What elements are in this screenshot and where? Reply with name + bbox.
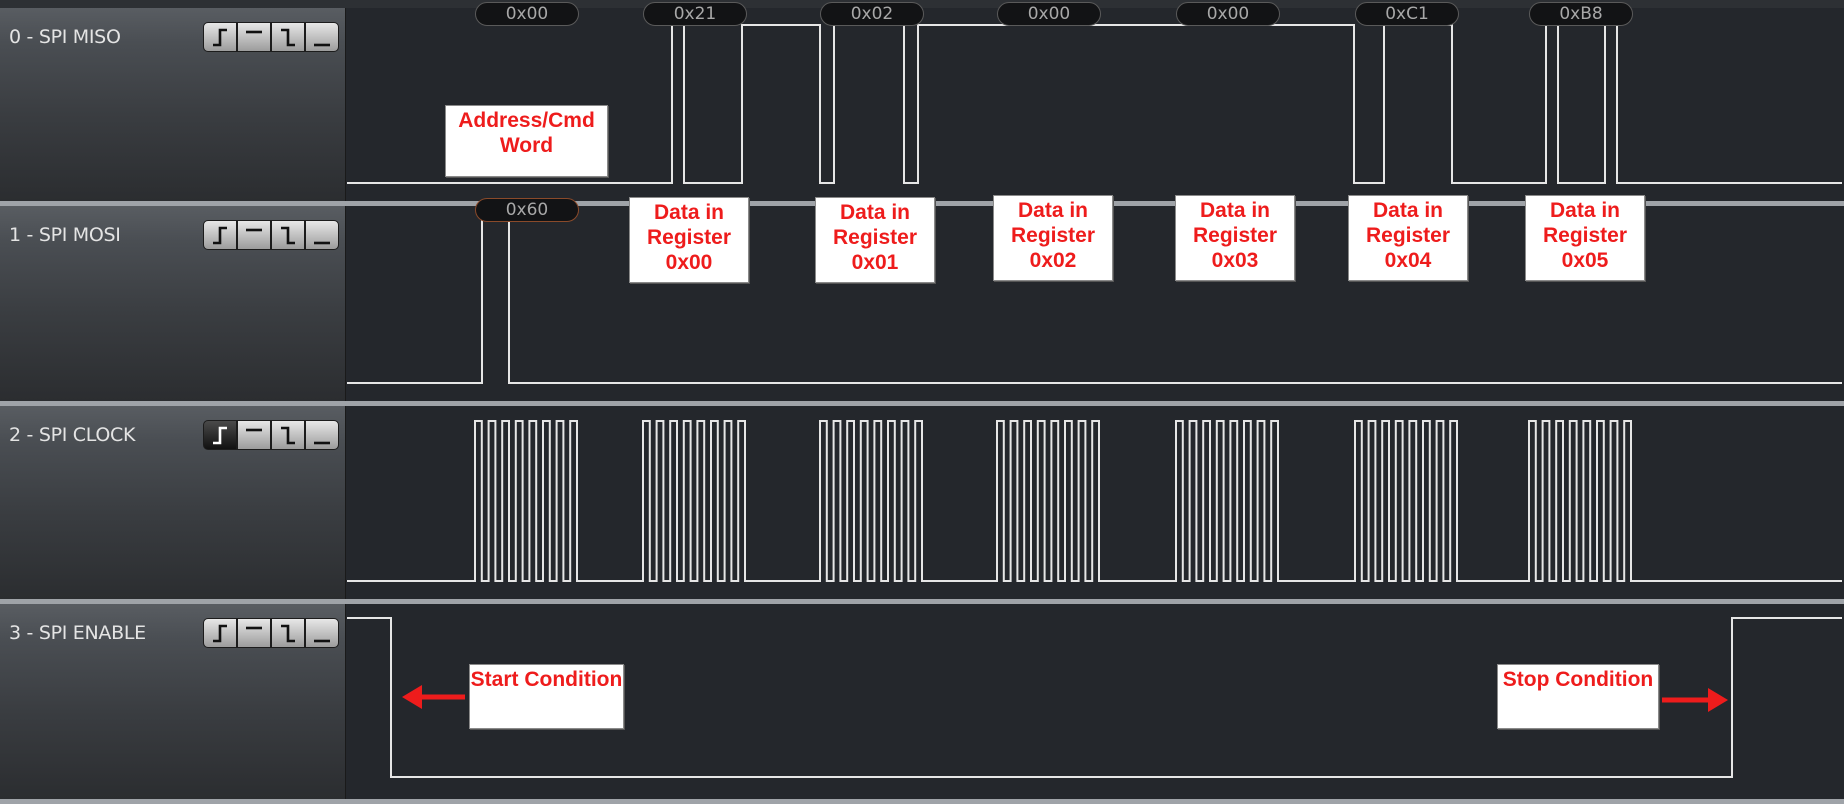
trigger-low-level-button[interactable] (305, 618, 339, 648)
channel-name: 3 - SPI ENABLE (9, 622, 146, 644)
start-arrow-icon (402, 685, 465, 709)
miso-byte-pill[interactable]: 0xB8 (1529, 2, 1633, 26)
high-level-icon (246, 626, 262, 630)
trigger-high-level-button[interactable] (237, 220, 271, 250)
miso-byte-pill[interactable]: 0x02 (820, 2, 924, 26)
miso-byte-pill[interactable]: 0x00 (997, 2, 1101, 26)
channel-label-panel: 0 - SPI MISO (0, 8, 346, 201)
channel-label-panel: 2 - SPI CLOCK (0, 406, 346, 599)
falling-edge-icon (281, 426, 295, 445)
bottom-border (0, 799, 1844, 804)
channel-separator (0, 401, 1844, 406)
data-register-text: Data in Register 0x03 (1192, 199, 1278, 272)
trigger-low-level-button[interactable] (305, 220, 339, 250)
trigger-rising-edge-button[interactable] (203, 420, 237, 450)
channel-label-panel: 1 - SPI MOSI (0, 206, 346, 401)
miso-byte-pill[interactable]: 0x00 (475, 2, 579, 26)
falling-edge-icon (281, 226, 295, 245)
data-register-text: Data in Register 0x02 (1010, 199, 1096, 272)
high-level-icon (246, 428, 262, 432)
channel-label-panel: 3 - SPI ENABLE (0, 604, 346, 799)
data-register-note: Data in Register 0x05 (1525, 195, 1645, 281)
start-condition-text: Start Condition (470, 668, 623, 691)
data-register-text: Data in Register 0x04 (1365, 199, 1451, 272)
miso-trace (347, 24, 1842, 184)
low-level-icon (314, 441, 330, 445)
trigger-rising-edge-button[interactable] (203, 22, 237, 52)
data-register-text: Data in Register 0x01 (832, 201, 918, 274)
high-level-icon (246, 228, 262, 232)
stop-arrow-icon (1662, 688, 1728, 712)
data-register-note: Data in Register 0x00 (629, 197, 749, 283)
trigger-falling-edge-button[interactable] (271, 220, 305, 250)
data-register-text: Data in Register 0x00 (646, 201, 732, 274)
falling-edge-icon (281, 28, 295, 47)
low-level-icon (314, 639, 330, 643)
low-level-icon (314, 241, 330, 245)
rising-edge-icon (213, 426, 227, 445)
channel-separator (0, 599, 1844, 604)
trigger-buttons (203, 22, 339, 52)
address-cmd-text: Address/Cmd Word (458, 109, 595, 157)
trigger-low-level-button[interactable] (305, 420, 339, 450)
trigger-rising-edge-button[interactable] (203, 220, 237, 250)
channel-name: 2 - SPI CLOCK (9, 424, 136, 446)
stop-condition-note: Stop Condition (1497, 664, 1659, 729)
trigger-buttons (203, 618, 339, 648)
falling-edge-icon (281, 624, 295, 643)
stop-condition-text: Stop Condition (1502, 668, 1654, 691)
channel-clock: 2 - SPI CLOCK (0, 406, 1844, 599)
waveform-area[interactable] (346, 406, 1844, 599)
miso-byte-pill[interactable]: 0x00 (1176, 2, 1280, 26)
channel-name: 0 - SPI MISO (9, 26, 121, 48)
trigger-rising-edge-button[interactable] (203, 618, 237, 648)
trigger-buttons (203, 220, 339, 250)
rising-edge-icon (213, 28, 227, 47)
trigger-low-level-button[interactable] (305, 22, 339, 52)
trigger-high-level-button[interactable] (237, 618, 271, 648)
top-timeline-bar (0, 0, 1844, 8)
trigger-buttons (203, 420, 339, 450)
high-level-icon (246, 30, 262, 34)
low-level-icon (314, 43, 330, 47)
data-register-note: Data in Register 0x01 (815, 197, 935, 283)
rising-edge-icon (213, 624, 227, 643)
data-register-note: Data in Register 0x04 (1348, 195, 1468, 281)
enable-trace (347, 617, 1842, 778)
data-register-note: Data in Register 0x03 (1175, 195, 1295, 281)
address-cmd-note: Address/Cmd Word (445, 105, 608, 177)
mosi-byte-pill[interactable]: 0x60 (475, 198, 579, 222)
miso-byte-pill[interactable]: 0xC1 (1355, 2, 1459, 26)
data-register-text: Data in Register 0x05 (1542, 199, 1628, 272)
clock-trace (347, 420, 1842, 582)
trigger-high-level-button[interactable] (237, 22, 271, 52)
miso-byte-pill[interactable]: 0x21 (643, 2, 747, 26)
rising-edge-icon (213, 226, 227, 245)
data-register-note: Data in Register 0x02 (993, 195, 1113, 281)
start-condition-note: Start Condition (469, 664, 624, 729)
trigger-falling-edge-button[interactable] (271, 618, 305, 648)
trigger-high-level-button[interactable] (237, 420, 271, 450)
trigger-falling-edge-button[interactable] (271, 22, 305, 52)
channel-name: 1 - SPI MOSI (9, 224, 121, 246)
trigger-falling-edge-button[interactable] (271, 420, 305, 450)
